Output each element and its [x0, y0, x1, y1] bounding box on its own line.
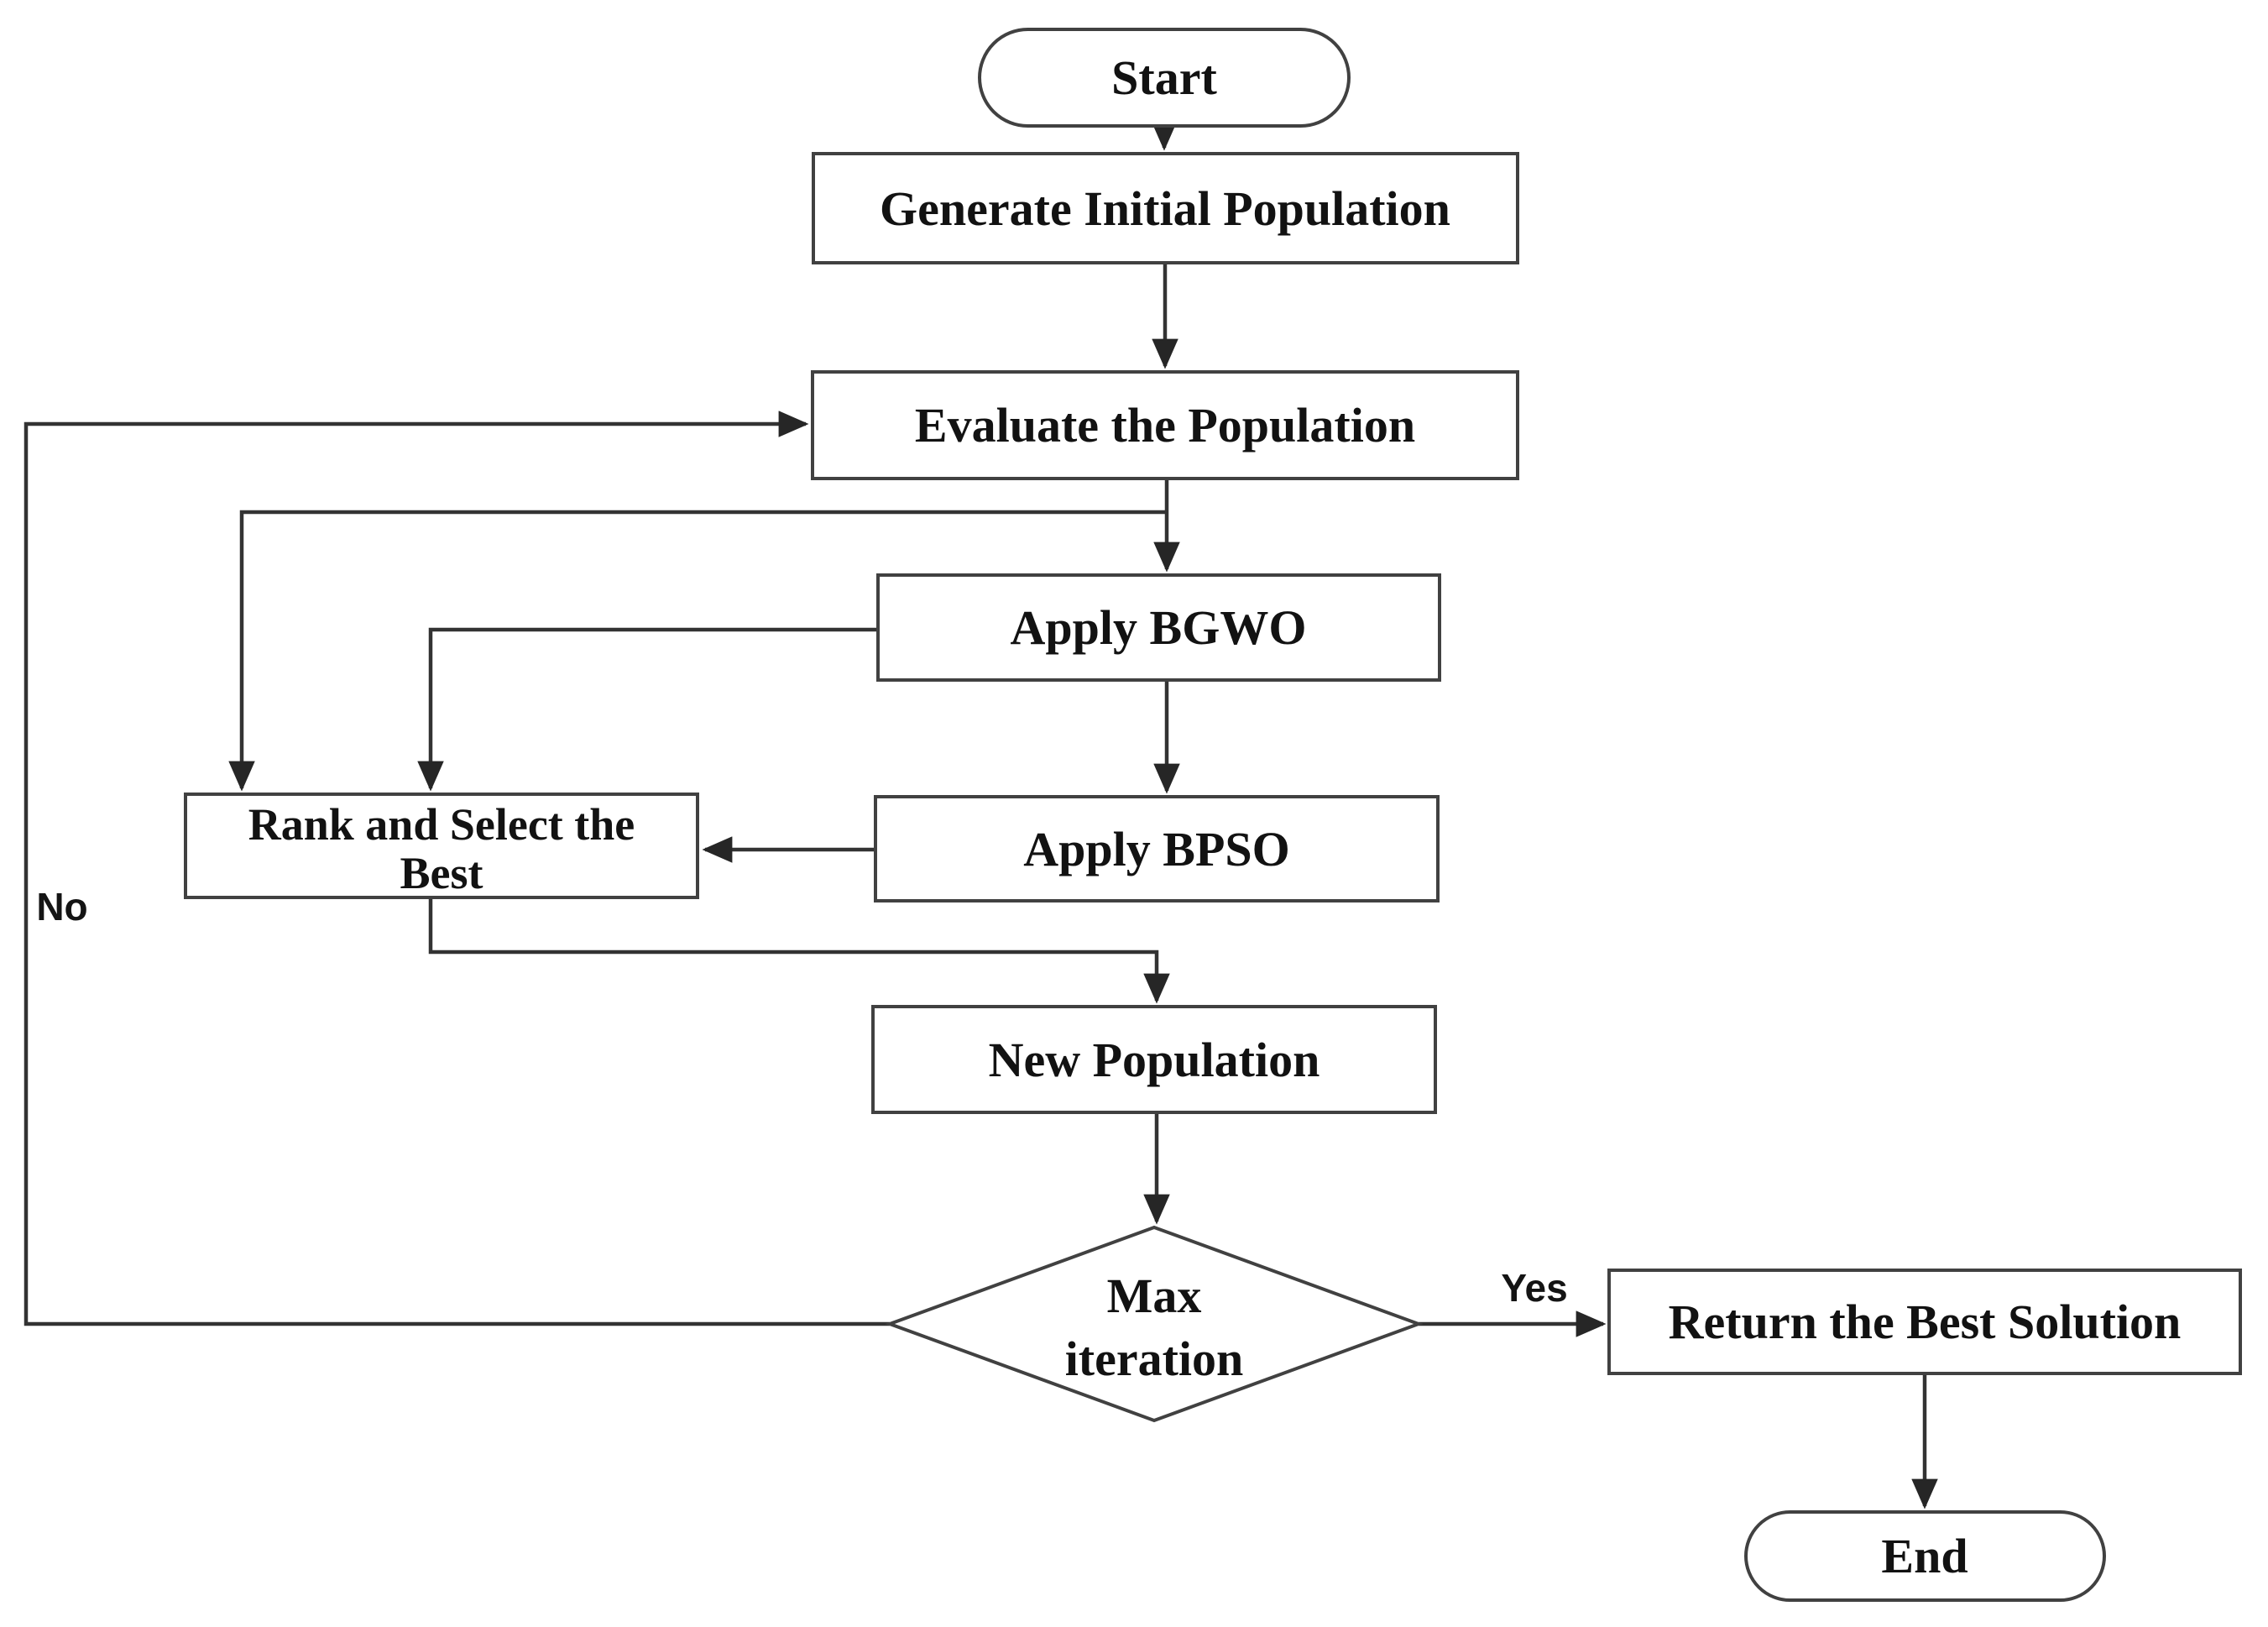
node-return-best-solution: Return the Best Solution — [1607, 1269, 2242, 1375]
node-apply-bgwo: Apply BGWO — [876, 573, 1441, 682]
edge-label-no: No — [36, 885, 87, 929]
evaluate-population-label: Evaluate the Population — [915, 398, 1415, 453]
edge-bgwo-branch-to-rank — [417, 627, 878, 792]
node-rank-select-best: Rank and Select the Best — [184, 793, 699, 899]
return-best-solution-shape — [1607, 1269, 2242, 1375]
node-apply-bpso: Apply BPSO — [874, 795, 1440, 902]
edge-decision-no-to-evaluate — [24, 411, 890, 1326]
generate-initial-population-label: Generate Initial Population — [880, 181, 1450, 236]
node-new-population: New Population — [871, 1005, 1437, 1114]
start-label: Start — [1111, 50, 1217, 105]
return-best-solution-label: Return the Best Solution — [1669, 1295, 2182, 1349]
node-generate-initial-population: Generate Initial Population — [812, 152, 1519, 264]
node-start: Start — [978, 28, 1351, 128]
max-iteration-label-line1: Max — [1107, 1269, 1202, 1323]
edges — [24, 120, 1938, 1509]
rank-select-best-label-line2: Best — [400, 848, 483, 898]
rank-select-best-label-line1: Rank and Select the — [248, 799, 635, 850]
node-max-iteration-decision: Max iteration — [885, 1225, 1424, 1423]
start-terminator-shape — [978, 28, 1351, 128]
max-iteration-diamond-shape — [885, 1225, 1424, 1423]
evaluate-population-shape — [811, 370, 1519, 480]
apply-bgwo-label: Apply BGWO — [1011, 600, 1307, 655]
edge-evaluate-branch-to-rank — [228, 510, 1167, 792]
new-population-label: New Population — [989, 1033, 1320, 1087]
node-evaluate-population: Evaluate the Population — [811, 370, 1519, 480]
new-population-shape — [871, 1005, 1437, 1114]
generate-initial-population-shape — [812, 152, 1519, 264]
rank-select-best-shape — [184, 793, 699, 899]
node-end: End — [1744, 1510, 2106, 1602]
max-iteration-label-line2: iteration — [1065, 1331, 1244, 1386]
edge-rank-to-newpop — [428, 899, 1170, 1004]
end-terminator-shape — [1744, 1510, 2106, 1602]
apply-bpso-shape — [874, 795, 1440, 902]
apply-bgwo-shape — [876, 573, 1441, 682]
edge-label-yes: Yes — [1501, 1266, 1567, 1310]
apply-bpso-label: Apply BPSO — [1023, 822, 1290, 876]
end-label: End — [1881, 1529, 1968, 1583]
